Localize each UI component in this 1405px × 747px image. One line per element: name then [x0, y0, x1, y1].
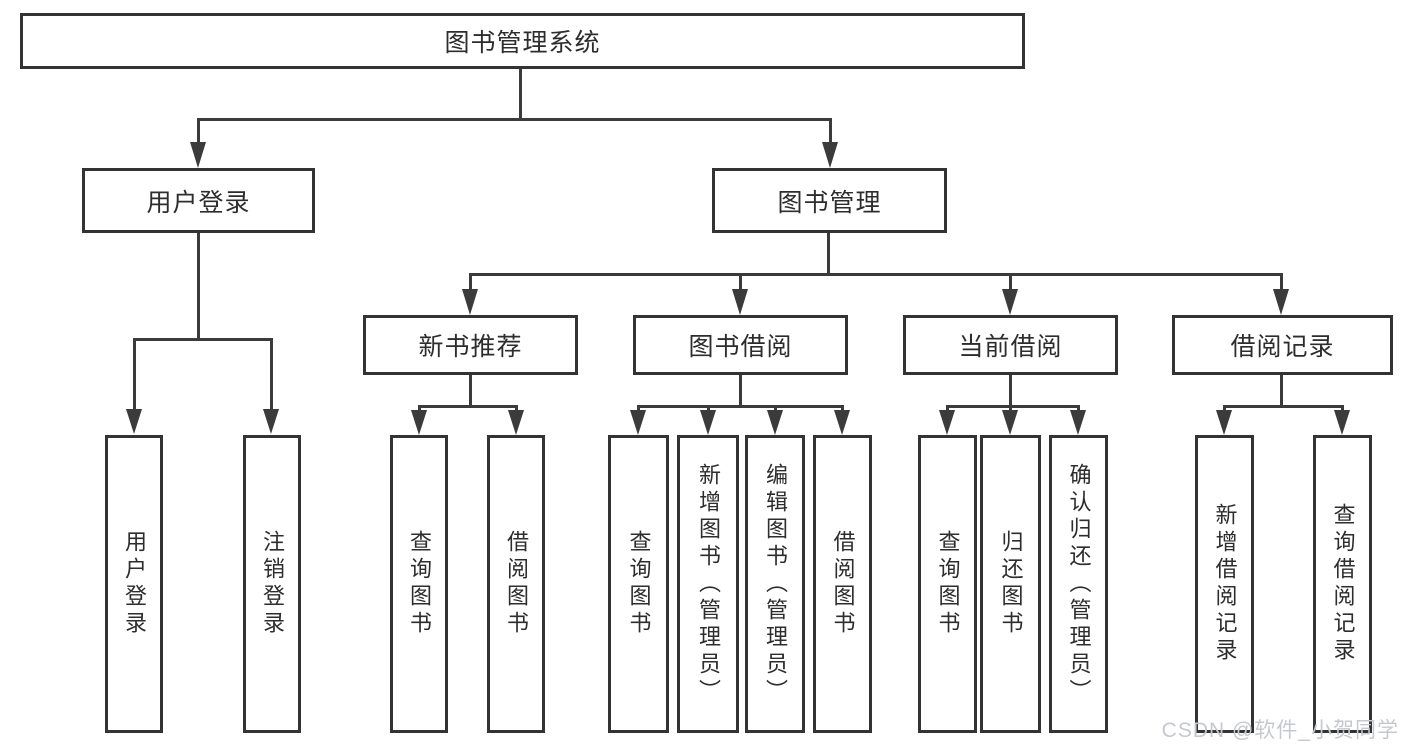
- connector-line: [197, 118, 832, 121]
- connector-line: [1280, 375, 1283, 408]
- connector-line: [133, 338, 136, 412]
- connector-line: [637, 405, 844, 408]
- connector-line: [841, 405, 844, 414]
- arrow-down-icon: [822, 142, 838, 168]
- connector-line: [270, 338, 273, 412]
- leaf-query-books-borrow-label: 查询图书: [626, 530, 652, 638]
- leaf-query-books-borrow: 查询图书: [608, 435, 669, 733]
- connector-line: [829, 118, 832, 146]
- connector-line: [1009, 405, 1012, 414]
- leaf-query-books-recommend: 查询图书: [390, 435, 448, 733]
- connector-line: [1223, 405, 1226, 414]
- leaf-logout-label: 注销登录: [260, 530, 285, 638]
- leaf-borrow-books-borrow-label: 借阅图书: [830, 530, 856, 638]
- leaf-query-borrow-record-label: 查询借阅记录: [1330, 503, 1356, 665]
- arrow-down-icon: [1070, 410, 1086, 435]
- node-root-label: 图书管理系统: [444, 29, 601, 57]
- arrow-down-icon: [190, 142, 206, 168]
- leaf-edit-book-admin: 编辑图书（管理员）: [745, 435, 805, 733]
- arrow-down-icon: [411, 410, 427, 435]
- node-user-login-label: 用户登录: [146, 188, 251, 217]
- arrow-down-icon: [1334, 410, 1350, 435]
- connector-line: [707, 405, 710, 414]
- arrow-down-icon: [939, 410, 955, 435]
- node-borrow-records: 借阅记录: [1172, 315, 1393, 375]
- arrow-down-icon: [263, 409, 279, 434]
- leaf-return-book-label: 归还图书: [998, 530, 1024, 638]
- leaf-confirm-return-admin: 确认归还（管理员）: [1049, 435, 1108, 733]
- arrow-down-icon: [700, 410, 716, 435]
- connector-line: [739, 375, 742, 408]
- leaf-edit-book-admin-label: 编辑图书（管理员）: [763, 462, 788, 706]
- node-current-borrow-label: 当前借阅: [958, 333, 1063, 361]
- connector-line: [197, 233, 200, 338]
- connector-line: [1009, 375, 1012, 408]
- leaf-borrow-books-borrow: 借阅图书: [813, 435, 872, 733]
- connector-line: [515, 405, 518, 414]
- node-new-book-recommend: 新书推荐: [363, 315, 578, 375]
- node-book-borrow-label: 图书借阅: [688, 333, 793, 361]
- arrow-down-icon: [126, 409, 142, 434]
- node-user-login: 用户登录: [82, 168, 315, 233]
- arrow-down-icon: [1273, 289, 1289, 315]
- leaf-add-borrow-record: 新增借阅记录: [1195, 435, 1254, 733]
- leaf-user-login: 用户登录: [105, 435, 163, 733]
- leaf-query-books-recommend-label: 查询图书: [407, 530, 432, 638]
- leaf-query-books-current-label: 查询图书: [935, 530, 961, 638]
- connector-line: [197, 118, 200, 146]
- leaf-borrow-books-recommend: 借阅图书: [487, 435, 545, 733]
- arrow-down-icon: [1002, 410, 1018, 435]
- connector-line: [946, 405, 949, 414]
- connector-line: [469, 375, 472, 408]
- arrow-down-icon: [834, 410, 850, 435]
- connector-line: [1223, 405, 1343, 408]
- arrow-down-icon: [630, 410, 646, 435]
- leaf-add-book-admin: 新增图书（管理员）: [677, 435, 739, 733]
- leaf-user-login-label: 用户登录: [122, 530, 147, 638]
- connector-line: [519, 69, 522, 118]
- arrow-down-icon: [1216, 410, 1232, 435]
- node-book-borrow: 图书借阅: [633, 315, 848, 375]
- connector-line: [133, 338, 273, 341]
- leaf-add-borrow-record-label: 新增借阅记录: [1212, 503, 1238, 665]
- node-current-borrow: 当前借阅: [903, 315, 1118, 375]
- arrow-down-icon: [508, 410, 524, 435]
- watermark: CSDN @软件_小贺同学: [1161, 719, 1399, 742]
- arrow-down-icon: [462, 289, 478, 315]
- node-root: 图书管理系统: [20, 13, 1025, 69]
- connector-line: [739, 273, 742, 292]
- arrow-down-icon: [767, 410, 783, 435]
- connector-line: [1009, 273, 1012, 292]
- connector-line: [418, 405, 421, 414]
- leaf-query-borrow-record: 查询借阅记录: [1313, 435, 1372, 733]
- connector-line: [1280, 273, 1283, 292]
- leaf-borrow-books-recommend-label: 借阅图书: [504, 530, 529, 638]
- node-new-book-recommend-label: 新书推荐: [418, 333, 523, 361]
- connector-line: [1077, 405, 1080, 414]
- connector-line: [469, 273, 1283, 276]
- connector-line: [418, 405, 518, 408]
- connector-line: [1341, 405, 1344, 414]
- node-book-management-label: 图书管理: [777, 188, 882, 217]
- node-borrow-records-label: 借阅记录: [1230, 333, 1335, 361]
- connector-line: [827, 233, 830, 275]
- leaf-add-book-admin-label: 新增图书（管理员）: [696, 462, 721, 706]
- leaf-logout: 注销登录: [243, 435, 301, 733]
- connector-line: [946, 405, 1079, 408]
- leaf-return-book: 归还图书: [980, 435, 1041, 733]
- node-book-management: 图书管理: [712, 168, 947, 233]
- connector-line: [774, 405, 777, 414]
- arrow-down-icon: [732, 289, 748, 315]
- connector-line: [637, 405, 640, 414]
- connector-line: [469, 273, 472, 292]
- leaf-confirm-return-admin-label: 确认归还（管理员）: [1066, 462, 1092, 706]
- arrow-down-icon: [1002, 289, 1018, 315]
- leaf-query-books-current: 查询图书: [918, 435, 977, 733]
